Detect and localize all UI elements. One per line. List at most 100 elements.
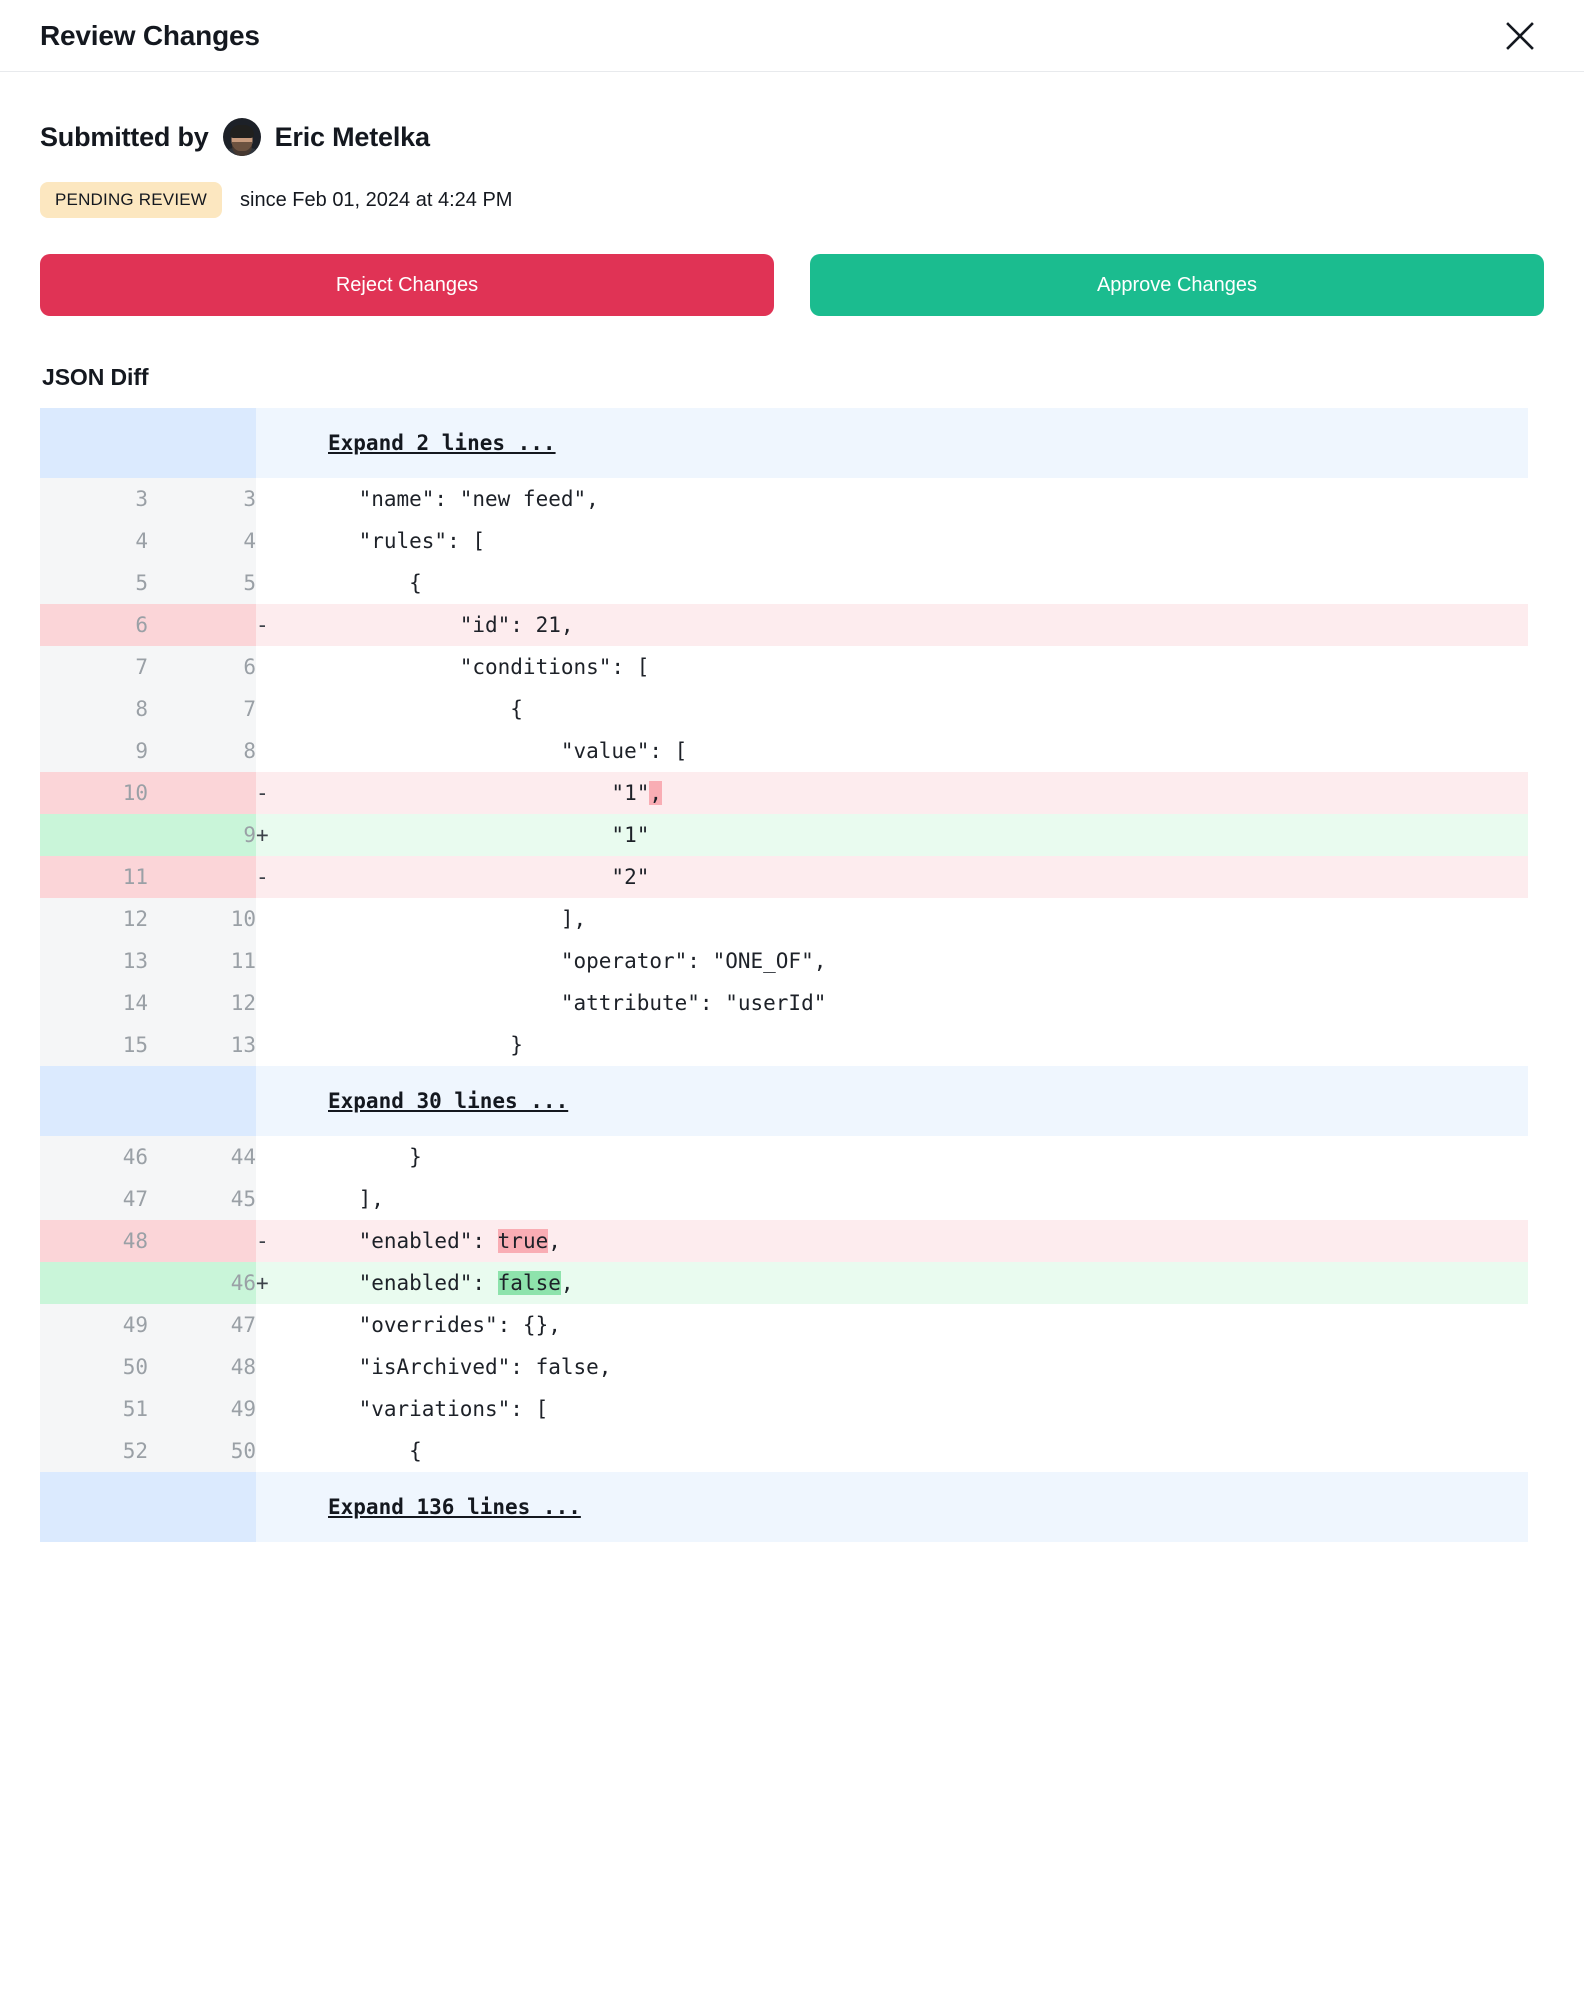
table-row: 9+ "1": [40, 814, 1528, 856]
table-row: 48- "enabled": true,: [40, 1220, 1528, 1262]
line-number-old: [40, 814, 148, 856]
avatar: [222, 118, 261, 156]
line-number-old: [40, 408, 148, 478]
table-row: 6- "id": 21,: [40, 604, 1528, 646]
line-number-new: 6: [148, 646, 256, 688]
diff-expand-row[interactable]: Expand 136 lines ...: [40, 1472, 1528, 1542]
line-number-new: 9: [148, 814, 256, 856]
status-since-text: since Feb 01, 2024 at 4:24 PM: [240, 188, 513, 211]
expand-lines-label[interactable]: Expand 2 lines ...: [328, 431, 556, 455]
diff-code-text: "1": [308, 781, 650, 805]
expand-lines-link[interactable]: Expand 136 lines ...: [308, 1472, 1528, 1542]
bottom-spacer: [40, 1542, 1544, 1632]
diff-marker: [256, 562, 308, 604]
line-number-old: [40, 1472, 148, 1542]
diff-marker: [256, 688, 308, 730]
line-number-new: 10: [148, 898, 256, 940]
diff-code: "rules": [: [308, 520, 1528, 562]
json-diff-title: JSON Diff: [42, 364, 149, 390]
line-number-new: [148, 856, 256, 898]
diff-code: ],: [308, 1178, 1528, 1220]
diff-marker: -: [256, 772, 308, 814]
diff-marker: [256, 982, 308, 1024]
line-number-old: 5: [40, 562, 148, 604]
action-row: Reject Changes Approve Changes: [40, 254, 1544, 316]
diff-marker: [256, 940, 308, 982]
line-number-new: 7: [148, 688, 256, 730]
expand-lines-link[interactable]: Expand 2 lines ...: [308, 408, 1528, 478]
diff-code: ],: [308, 898, 1528, 940]
diff-code: "value": [: [308, 730, 1528, 772]
diff-marker: [256, 520, 308, 562]
diff-marker: [256, 1388, 308, 1430]
line-number-old: 14: [40, 982, 148, 1024]
line-number-new: 13: [148, 1024, 256, 1066]
diff-code: "conditions": [: [308, 646, 1528, 688]
diff-code: {: [308, 1430, 1528, 1472]
line-number-new: [148, 1472, 256, 1542]
diff-code-text: {: [308, 571, 422, 595]
diff-marker: [256, 1178, 308, 1220]
table-row: 11- "2": [40, 856, 1528, 898]
diff-code-text: "conditions": [: [308, 655, 650, 679]
submitted-by-row: Submitted by Eric Metelka: [40, 118, 1544, 156]
line-number-new: [148, 1066, 256, 1136]
line-number-new: 11: [148, 940, 256, 982]
line-number-old: 52: [40, 1430, 148, 1472]
line-number-new: 47: [148, 1304, 256, 1346]
diff-marker: [256, 1430, 308, 1472]
status-row: PENDING REVIEW since Feb 01, 2024 at 4:2…: [40, 182, 1544, 218]
status-badge: PENDING REVIEW: [40, 182, 223, 218]
diff-code-text: "id": 21,: [308, 613, 574, 637]
diff-marker: [256, 478, 308, 520]
diff-code-text: ],: [308, 1187, 384, 1211]
diff-code-text: "rules": [: [308, 529, 486, 553]
diff-code-text: "enabled":: [308, 1271, 498, 1295]
line-number-new: 48: [148, 1346, 256, 1388]
diff-code: }: [308, 1136, 1528, 1178]
reject-changes-button[interactable]: Reject Changes: [40, 254, 774, 316]
line-number-old: 46: [40, 1136, 148, 1178]
diff-marker: [256, 1024, 308, 1066]
diff-code: "isArchived": false,: [308, 1346, 1528, 1388]
diff-marker: [256, 1472, 308, 1542]
close-icon[interactable]: [1498, 14, 1542, 58]
diff-code-text-tail: ,: [548, 1229, 561, 1253]
diff-code-text: "isArchived": false,: [308, 1355, 612, 1379]
line-number-old: 8: [40, 688, 148, 730]
diff-marker: [256, 1136, 308, 1178]
expand-lines-link[interactable]: Expand 30 lines ...: [308, 1066, 1528, 1136]
line-number-new: 50: [148, 1430, 256, 1472]
line-number-new: 3: [148, 478, 256, 520]
line-number-old: 13: [40, 940, 148, 982]
diff-marker: -: [256, 604, 308, 646]
approve-changes-button[interactable]: Approve Changes: [810, 254, 1544, 316]
diff-code: }: [308, 1024, 1528, 1066]
diff-marker: +: [256, 814, 308, 856]
diff-expand-row[interactable]: Expand 30 lines ...: [40, 1066, 1528, 1136]
line-number-old: 7: [40, 646, 148, 688]
diff-expand-row[interactable]: Expand 2 lines ...: [40, 408, 1528, 478]
diff-code-text: "overrides": {},: [308, 1313, 561, 1337]
line-number-old: [40, 1262, 148, 1304]
diff-code: "variations": [: [308, 1388, 1528, 1430]
diff-marker: [256, 898, 308, 940]
expand-lines-label[interactable]: Expand 136 lines ...: [328, 1495, 581, 1519]
line-number-old: 47: [40, 1178, 148, 1220]
diff-code: "2": [308, 856, 1528, 898]
expand-lines-label[interactable]: Expand 30 lines ...: [328, 1089, 569, 1113]
line-number-old: 11: [40, 856, 148, 898]
submitted-by-label: Submitted by: [40, 121, 209, 152]
line-number-new: [148, 408, 256, 478]
close-icon-glyph: [1506, 21, 1534, 50]
diff-code-text: {: [308, 1439, 422, 1463]
submitter-name: Eric Metelka: [274, 121, 430, 152]
